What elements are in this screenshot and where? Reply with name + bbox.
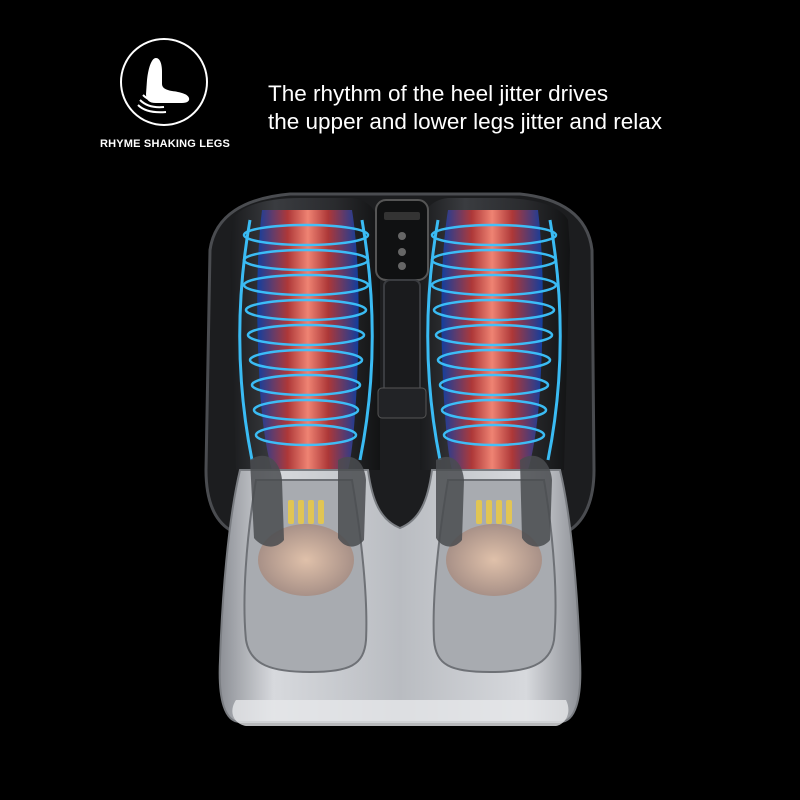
right-vibration-rings	[426, 219, 562, 461]
center-column	[383, 279, 421, 401]
headline: The rhythm of the heel jitter drives the…	[268, 80, 788, 136]
right-foot	[446, 524, 542, 596]
left-heel-clamp	[250, 455, 284, 547]
headline-line-1: The rhythm of the heel jitter drives	[268, 81, 609, 106]
right-heel-clamp	[436, 456, 464, 547]
right-massage-nodes	[476, 500, 512, 524]
left-heel-clamp-inner	[338, 456, 366, 547]
feature-badge: RHYME SHAKING LEGS	[86, 32, 244, 160]
right-heel-clamp-inner	[520, 455, 552, 547]
foot-icon	[137, 58, 190, 114]
left-massage-nodes	[288, 500, 324, 524]
left-vibration-rings	[238, 219, 374, 461]
headline-line-2: the upper and lower legs jitter and rela…	[268, 109, 662, 134]
feature-label: RHYME SHAKING LEGS	[99, 138, 231, 150]
feature-icon-circle	[120, 38, 208, 126]
